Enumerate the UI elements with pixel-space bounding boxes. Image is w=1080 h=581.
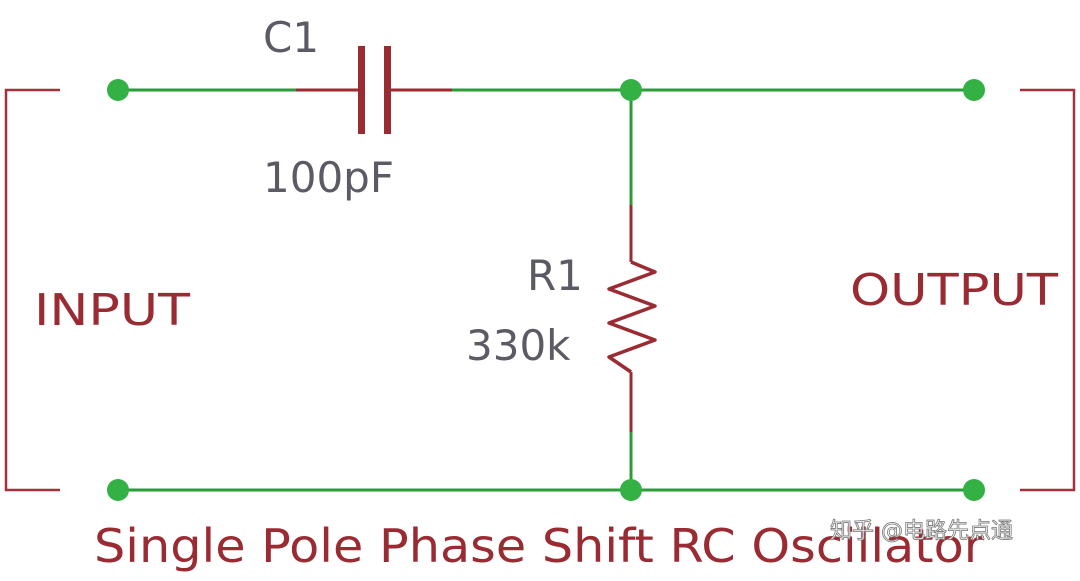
input-port-bracket xyxy=(4,88,60,492)
node-junction-bottom xyxy=(620,479,642,501)
capacitor-value-label: 100pF xyxy=(263,153,394,202)
output-label: OUTPUT xyxy=(850,265,1058,316)
watermark-text: 知乎 @电路先点通 xyxy=(830,519,1013,544)
capacitor-plate-left xyxy=(358,46,365,134)
capacitor-plate-right xyxy=(384,46,391,134)
output-port-bracket xyxy=(1020,88,1076,492)
node-input-bottom xyxy=(107,479,129,501)
capacitor-ref-label: C1 xyxy=(263,13,319,62)
resistor-zigzag xyxy=(607,260,657,374)
input-label: INPUT xyxy=(34,285,190,336)
node-junction-top xyxy=(620,79,642,101)
node-input-top xyxy=(107,79,129,101)
resistor-value-label: 330k xyxy=(466,321,571,370)
node-output-top xyxy=(963,79,985,101)
diagram-caption: Single Pole Phase Shift RC Oscillator xyxy=(94,519,984,573)
resistor-ref-label: R1 xyxy=(527,251,583,300)
node-output-bottom xyxy=(963,479,985,501)
